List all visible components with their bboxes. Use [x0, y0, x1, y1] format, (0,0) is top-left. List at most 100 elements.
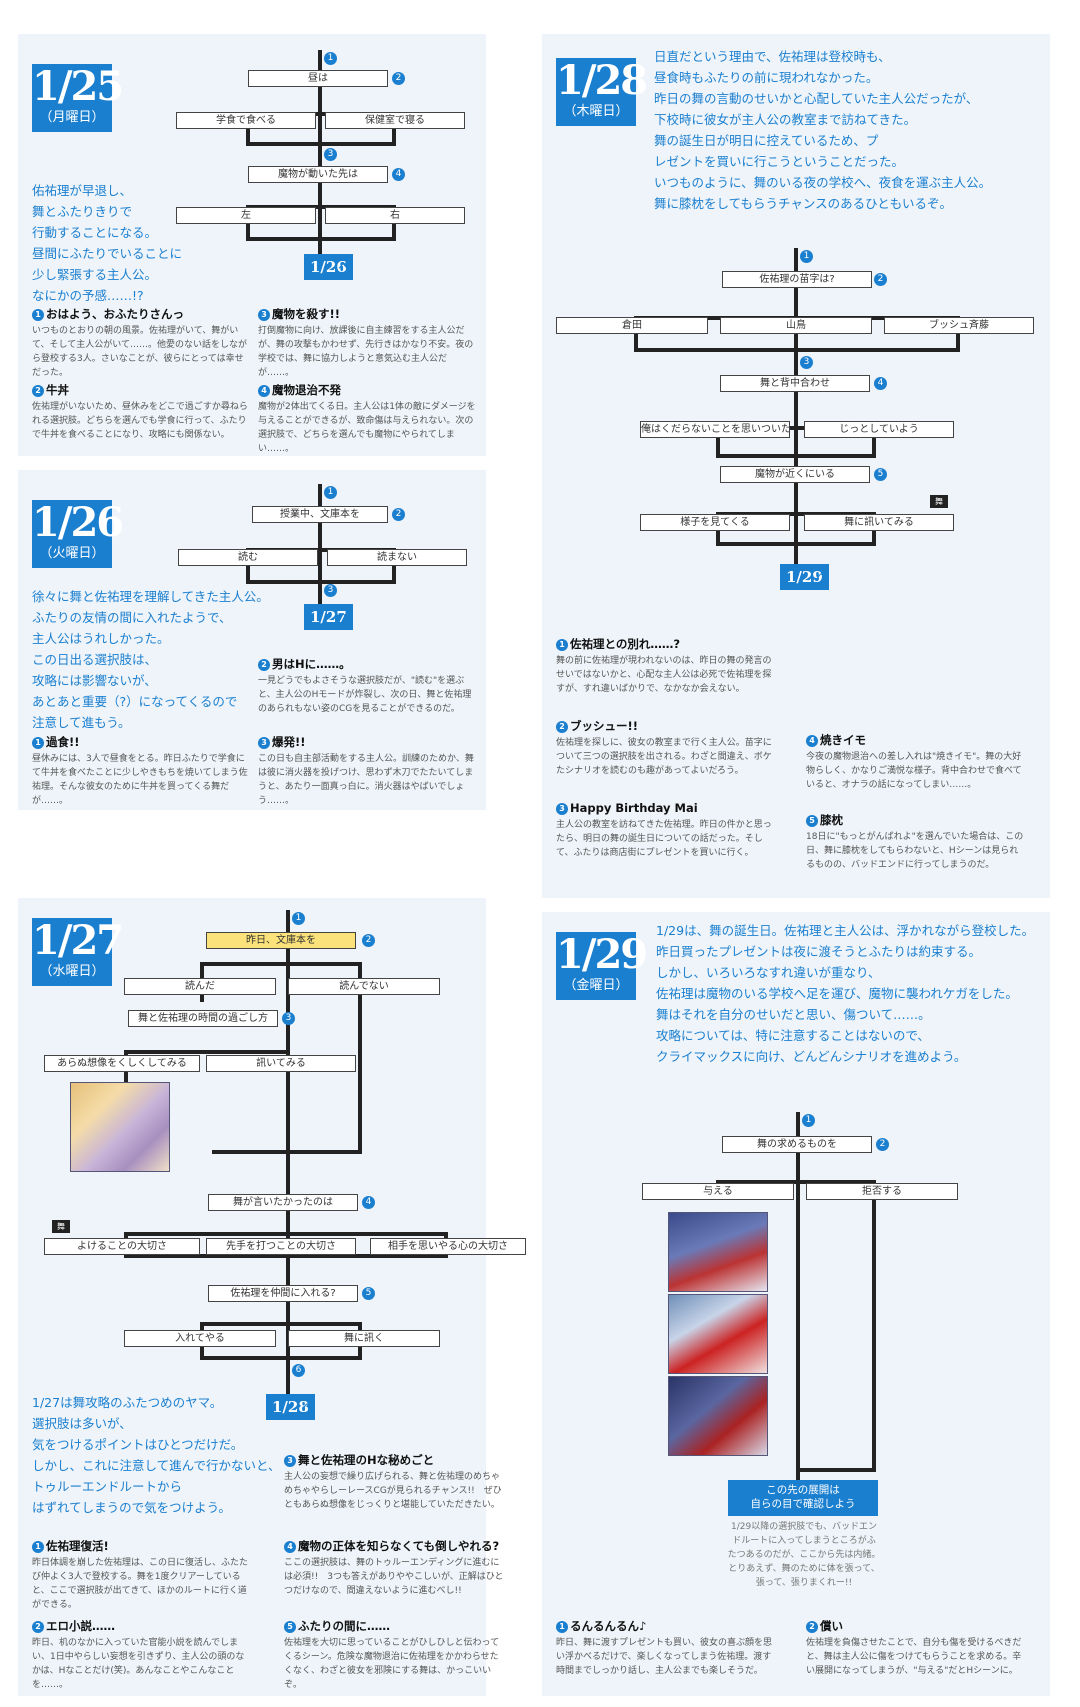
choice-0125-nurse-room[interactable]: 保健室で寝る [325, 112, 465, 129]
choice-0127-let-sayuri-join[interactable]: 佐祐理を仲間に入れる? [208, 1285, 358, 1302]
choice-0128-monster-near[interactable]: 魔物が近くにいる [720, 466, 870, 483]
note-body: 佐祐理を探しに、彼女の教室まで行く主人公。苗字について三つの選択肢を出される。わ… [556, 738, 772, 776]
note-number: 5 [806, 815, 818, 827]
mai-tag: 舞 [930, 495, 948, 508]
note-number: 1 [32, 309, 44, 321]
end-box-text: この先の展開は 自らの目で確認しよう [750, 1484, 856, 1510]
flow-line [796, 1112, 800, 1480]
step-number: 5 [362, 1287, 375, 1300]
flow-line [286, 910, 290, 1400]
next-day-link-0129[interactable]: 1/29 [780, 564, 829, 590]
note-body: 主人公の教室を訪ねてきた佐祐理。昨日の件かと思ったら、明日の舞の誕生日についての… [556, 820, 772, 858]
choice-0127-strike-first[interactable]: 先手を打つことの大切さ [206, 1238, 356, 1255]
choice-0125-cafeteria[interactable]: 学食で食べる [176, 112, 316, 129]
choice-0127-read[interactable]: 読んだ [124, 978, 276, 995]
flow-line [200, 962, 362, 966]
choice-0128-kurata[interactable]: 倉田 [556, 317, 708, 334]
choice-0128-ask-mai[interactable]: 舞に訊いてみる [804, 514, 954, 531]
choice-0129-what-mai-wants[interactable]: 舞の求めるものを [722, 1136, 872, 1153]
date-label: 1/27 [32, 917, 124, 964]
note-body: 打倒魔物に向け、放課後に自主練習をする主人公だが、舞の攻撃もかわせず、先行きはか… [258, 326, 474, 378]
date-box-0125: 1/25（月曜日） [32, 64, 124, 132]
note-number: 1 [556, 1621, 568, 1633]
choice-0127-consideration[interactable]: 相手を思いやる心の大切さ [370, 1238, 526, 1255]
choice-0128-surname[interactable]: 佐祐理の苗字は? [722, 271, 872, 288]
note-body: 昼休みには、3人で昼食をとる。昨日ふたりで学食にて牛丼を食べたことに少しやきもち… [32, 754, 248, 806]
flow-line [634, 348, 960, 352]
step-number: 4 [392, 168, 405, 181]
note-number: 3 [258, 737, 270, 749]
choice-0128-silly-idea[interactable]: 俺はくだらないことを思いついた [640, 421, 790, 438]
note-number: 1 [556, 639, 568, 651]
choice-0127-imagine[interactable]: あらぬ想像をくしくしてみる [44, 1055, 200, 1072]
note-body: 佐祐理がいないため、昼休みをどこで過ごすか尋ねられる選択肢。どちらを選んでも学食… [32, 402, 248, 440]
flow-line [246, 205, 396, 209]
note-number: 3 [556, 803, 568, 815]
note-number: 2 [32, 385, 44, 397]
note-body: 昨日、机のなかに入っていた官能小説を読んでしまい、1日中やらしい妄想を引きずり、… [32, 1638, 245, 1690]
note-body: 昨日体調を崩した佐祐理は、この日に復活し、ふたたび仲よく3人で登校する。舞を1度… [32, 1558, 249, 1610]
intro-text-0125: 佑祐理が早退し、 舞とふたりきりで 行動することになる。 昼間にふたりでいること… [32, 183, 183, 303]
choice-0128-yamadori[interactable]: 山鳥 [720, 317, 872, 334]
flow-line [246, 237, 396, 241]
step-number: 1 [292, 912, 305, 925]
flow-line [246, 548, 396, 552]
choice-0129-refuse[interactable]: 拒否する [806, 1183, 958, 1200]
note-title: 爆発!! [272, 735, 306, 749]
choice-0125-lunch[interactable]: 昼は [248, 70, 388, 87]
date-box-0127: 1/27（水曜日） [32, 917, 124, 986]
note-title: 魔物を殺す!! [272, 307, 340, 321]
choice-0127-ask-mai[interactable]: 舞に訊く [288, 1330, 440, 1347]
note-title: Happy Birthday Mai [570, 801, 698, 815]
weekday-label: （金曜日） [563, 978, 629, 993]
next-day-link-0126[interactable]: 1/26 [304, 254, 353, 280]
note-body: 今夜の魔物退治への差し入れは"焼きイモ"。舞の大好物らしく、かなりご満悦な様子。… [806, 752, 1022, 790]
step-number: 2 [876, 1138, 889, 1151]
choice-0127-not-read[interactable]: 読んでない [288, 978, 440, 995]
choice-0126-not-read[interactable]: 読まない [327, 549, 467, 566]
choice-0129-give[interactable]: 与える [642, 1183, 794, 1200]
step-number: 5 [874, 468, 887, 481]
date-box-0129: 1/29（金曜日） [556, 932, 648, 1000]
choice-0128-stay-still[interactable]: じっとしていよう [804, 421, 954, 438]
choice-0128-bush-saito[interactable]: ブッシュ斉藤 [884, 317, 1034, 334]
flow-line [124, 1050, 128, 1100]
choice-0127-ask[interactable]: 訊いてみる [206, 1055, 356, 1072]
choice-0128-go-look[interactable]: 様子を見てくる [640, 514, 790, 531]
note-body: 舞の前に佐祐理が現われないのは、昨日の舞の発言のせいではないかと、心配な主人公は… [556, 656, 772, 694]
note-body: いつものとおりの朝の風景。佐祐理がいて、舞がいて、そして主人公がいて……。他愛の… [32, 326, 248, 378]
choice-0126-read[interactable]: 読む [178, 549, 318, 566]
choice-0127-time-spent[interactable]: 舞と佐祐理の時間の過ごし方 [128, 1010, 278, 1027]
note-title: 佐祐理との別れ……? [570, 637, 681, 651]
note-body: ここの選択肢は、舞のトゥルーエンディングに進むには必須!! 3つも答えがありやや… [284, 1558, 504, 1596]
choice-0127-dodge[interactable]: よけることの大切さ [44, 1238, 200, 1255]
choice-0127-mai-wanted-say[interactable]: 舞が言いたかったのは [208, 1194, 358, 1211]
next-day-link-0128[interactable]: 1/28 [266, 1394, 315, 1420]
choice-0125-right[interactable]: 右 [325, 207, 465, 224]
choice-0126-paperback[interactable]: 授業中、文庫本を [252, 506, 388, 523]
note-body: この日も自主部活動をする主人公。訓練のためか、舞は彼に消火器を投げつけ、思わず木… [258, 754, 474, 806]
choice-0127-let-in[interactable]: 入れてやる [124, 1330, 276, 1347]
step-number: 2 [362, 934, 375, 947]
flow-line [246, 142, 396, 146]
choice-0125-monster-went[interactable]: 魔物が動いた先は [248, 166, 388, 183]
choice-0125-left[interactable]: 左 [176, 207, 316, 224]
note-number: 2 [806, 1621, 818, 1633]
flow-line [358, 962, 362, 1152]
end-note: 1/29以降の選択肢でも、バッドエン ドルートに入ってしまうところがふ たつある… [727, 1522, 881, 1588]
mai-tag: 舞 [52, 1220, 70, 1233]
flow-line [716, 512, 876, 516]
next-day-link-0127[interactable]: 1/27 [304, 604, 353, 630]
weekday-label: （火曜日） [39, 546, 105, 561]
choice-0128-back-to-back[interactable]: 舞と背中合わせ [720, 375, 870, 392]
step-number: 2 [392, 72, 405, 85]
flow-line [124, 1050, 286, 1054]
flow-line [246, 580, 396, 584]
choice-0127-yesterday-paperback[interactable]: 昨日、文庫本を [206, 932, 356, 949]
